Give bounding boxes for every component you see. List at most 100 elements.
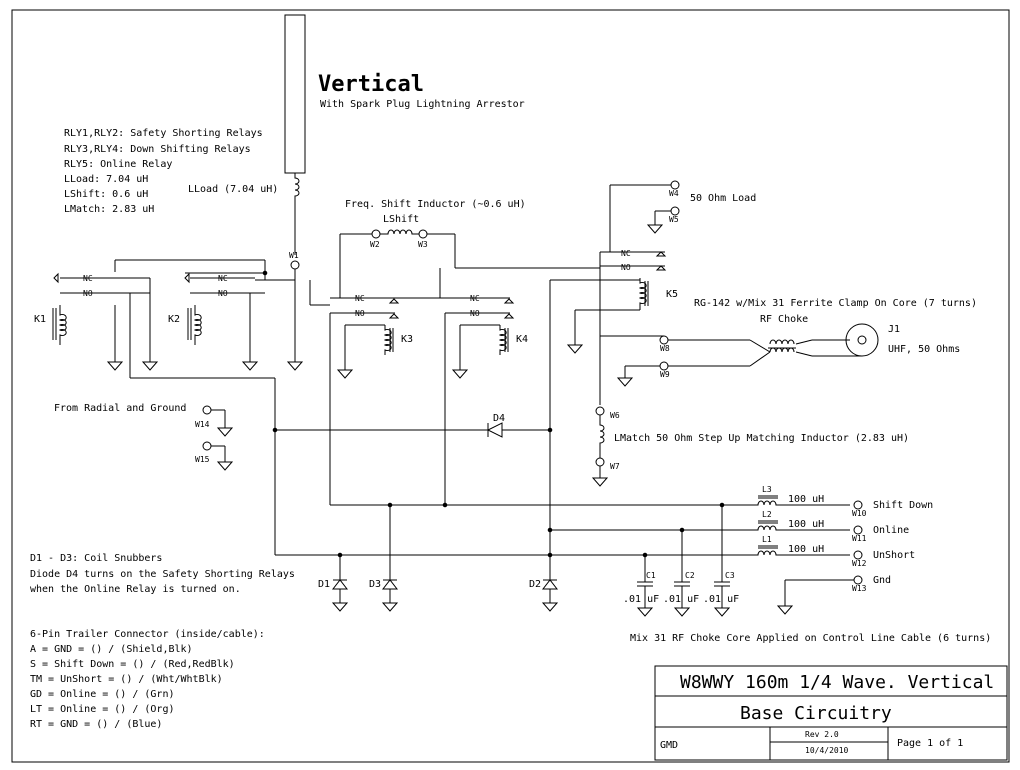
lmatch-label: LMatch 50 Ohm Step Up Matching Inductor … <box>614 433 909 444</box>
svg-text:100 uH: 100 uH <box>788 519 824 530</box>
gnd-label: Gnd <box>873 575 891 586</box>
terminal-w5 <box>670 206 680 216</box>
mix31-note: Mix 31 RF Choke Core Applied on Control … <box>630 633 991 644</box>
svg-text:100 uH: 100 uH <box>788 544 824 555</box>
svg-text:W3: W3 <box>418 240 428 249</box>
svg-text:NO: NO <box>218 289 228 298</box>
inductor-l1: L1 <box>750 535 850 556</box>
k3-label: K3 <box>401 334 413 345</box>
legend-line: LMatch: 2.83 uH <box>64 204 154 215</box>
svg-text:NO: NO <box>470 309 480 318</box>
diagram-title: Vertical <box>318 72 424 97</box>
k2-label: K2 <box>168 314 180 325</box>
radial-label: From Radial and Ground <box>54 403 186 414</box>
svg-text:RT = GND = () / (Blue): RT = GND = () / (Blue) <box>30 719 162 730</box>
author: GMD <box>660 740 678 751</box>
uhf-label: UHF, 50 Ohms <box>888 344 960 355</box>
svg-text:W11: W11 <box>852 534 867 543</box>
svg-text:W5: W5 <box>669 215 679 224</box>
lload-label: LLoad (7.04 uH) <box>188 184 278 195</box>
terminal-w12 <box>853 550 863 560</box>
svg-text:W13: W13 <box>852 584 867 593</box>
svg-text:S = Shift Down = () / (Red,Red: S = Shift Down = () / (Red,RedBlk) <box>30 659 235 670</box>
revision: Rev 2.0 <box>805 730 839 739</box>
rf-choke-label: RF Choke <box>760 314 808 325</box>
note-line: Diode D4 turns on the Safety Shorting Re… <box>30 569 295 580</box>
legend-line: LLoad: 7.04 uH <box>64 174 148 185</box>
j1-label: J1 <box>888 324 900 335</box>
terminal-w9 <box>659 361 669 371</box>
legend-line: RLY1,RLY2: Safety Shorting Relays <box>64 128 263 139</box>
svg-text:NC: NC <box>621 249 631 258</box>
terminal-w4 <box>670 180 680 190</box>
inductor-l3: L3 <box>750 485 850 506</box>
svg-text:W2: W2 <box>370 240 380 249</box>
svg-text:NC: NC <box>83 274 93 283</box>
svg-text:100 uH: 100 uH <box>788 494 824 505</box>
svg-text:LT = Online = () / (Org): LT = Online = () / (Org) <box>30 704 175 715</box>
load-label: 50 Ohm Load <box>690 193 756 204</box>
rg142-label: RG-142 w/Mix 31 Ferrite Clamp On Core (7… <box>694 298 977 309</box>
lshift-label: LShift <box>383 214 419 225</box>
svg-text:C2: C2 <box>685 571 695 580</box>
relay-k2: NC NO <box>184 272 255 345</box>
note-line: when the Online Relay is turned on. <box>30 584 241 595</box>
svg-text:W7: W7 <box>610 462 620 471</box>
k4-label: K4 <box>516 334 528 345</box>
inductor-l2: L2 <box>750 510 850 531</box>
terminal-w13 <box>853 575 863 585</box>
svg-text:W9: W9 <box>660 370 670 379</box>
svg-text:W10: W10 <box>852 509 867 518</box>
date: 10/4/2010 <box>805 746 849 755</box>
terminal-w2 <box>371 229 381 239</box>
capacitor-c3: C3 <box>713 505 735 617</box>
sheet-title: Base Circuitry <box>740 703 892 724</box>
svg-text:L2: L2 <box>762 510 772 519</box>
relay-k1: NC NO <box>52 272 150 345</box>
svg-text:D3: D3 <box>369 579 381 590</box>
online-label: Online <box>873 525 909 536</box>
svg-text:NO: NO <box>83 289 93 298</box>
k1-label: K1 <box>34 314 46 325</box>
svg-text:NO: NO <box>621 263 631 272</box>
terminal-w1 <box>290 260 300 270</box>
capacitor-c2: C2 <box>673 530 695 617</box>
svg-text:6-Pin Trailer Connector (insid: 6-Pin Trailer Connector (inside/cable): <box>30 629 265 640</box>
diode-d3: D3 <box>369 505 399 612</box>
diode-d1: D1 <box>318 555 349 612</box>
svg-text:W6: W6 <box>610 411 620 420</box>
diode-d4 <box>486 422 503 438</box>
svg-text:GD = Online = () / (Grn): GD = Online = () / (Grn) <box>30 689 175 700</box>
lload-inductor <box>294 173 300 255</box>
page-border <box>11 9 1010 763</box>
svg-text:W15: W15 <box>195 455 210 464</box>
svg-text:NC: NC <box>355 294 365 303</box>
svg-text:W14: W14 <box>195 420 210 429</box>
relay-k4: NC NO <box>445 294 515 355</box>
page-number: Page 1 of 1 <box>897 738 963 749</box>
terminal-w3 <box>418 229 428 239</box>
rf-choke <box>668 339 862 367</box>
svg-text:D2: D2 <box>529 579 541 590</box>
svg-text:NC: NC <box>218 274 228 283</box>
diode-d2: D2 <box>529 579 559 612</box>
j1-connector <box>845 323 879 357</box>
terminal-w15 <box>202 441 212 451</box>
lshift-inductor <box>380 229 419 235</box>
svg-text:NC: NC <box>470 294 480 303</box>
svg-text:W12: W12 <box>852 559 867 568</box>
freq-shift-label: Freq. Shift Inductor (~0.6 uH) <box>345 199 526 210</box>
terminal-w14 <box>202 405 212 415</box>
svg-text:L1: L1 <box>762 535 772 544</box>
relay-k3: NC NO <box>330 294 400 355</box>
svg-text:W8: W8 <box>660 344 670 353</box>
shift-down-label: Shift Down <box>873 500 933 511</box>
unshort-label: UnShort <box>873 550 915 561</box>
terminal-w10 <box>853 500 863 510</box>
note-line: D1 - D3: Coil Snubbers <box>30 553 162 564</box>
terminal-w6 <box>595 406 605 416</box>
d4-label: D4 <box>493 413 505 424</box>
svg-text:.01 uF: .01 uF <box>703 594 739 605</box>
svg-text:C1: C1 <box>646 571 656 580</box>
